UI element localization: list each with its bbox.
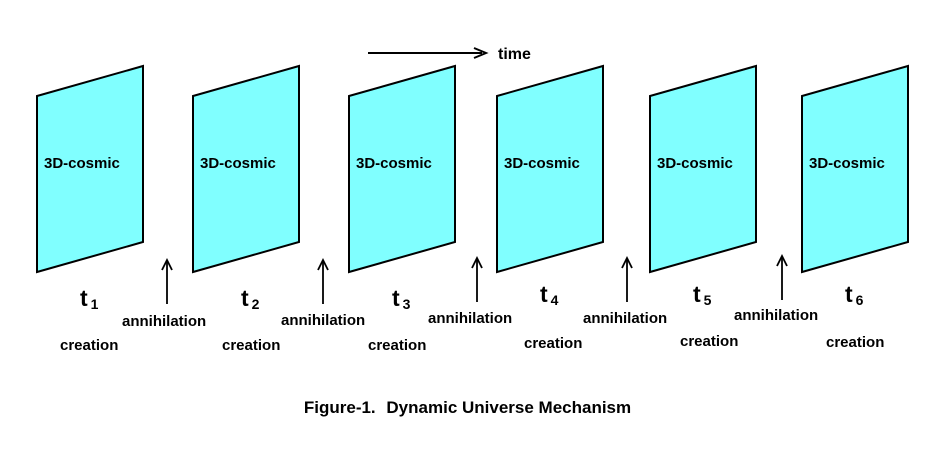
caption-title: Dynamic Universe Mechanism bbox=[386, 398, 632, 417]
caption-prefix: Figure-1. bbox=[303, 398, 376, 417]
cosmic-panel: 3D-cosmic bbox=[649, 64, 757, 274]
up-arrow bbox=[317, 257, 329, 304]
creation-label: creation bbox=[680, 333, 738, 350]
creation-label: creation bbox=[222, 337, 280, 354]
creation-label: creation bbox=[524, 335, 582, 352]
cosmic-panel: 3D-cosmic bbox=[36, 64, 144, 274]
panel-shape bbox=[496, 64, 604, 274]
annihilation-label: annihilation bbox=[583, 310, 667, 327]
time-label: time bbox=[498, 46, 531, 63]
time-arrow bbox=[368, 47, 489, 59]
panel-label: 3D-cosmic bbox=[504, 155, 580, 172]
cosmic-panel: 3D-cosmic bbox=[192, 64, 300, 274]
up-arrow bbox=[621, 255, 633, 302]
annihilation-label: annihilation bbox=[734, 307, 818, 324]
cosmic-panel: 3D-cosmic bbox=[496, 64, 604, 274]
cosmic-panel: 3D-cosmic bbox=[348, 64, 456, 274]
panel-shape bbox=[36, 64, 144, 274]
panel-shape bbox=[192, 64, 300, 274]
panel-shape bbox=[801, 64, 909, 274]
creation-label: creation bbox=[826, 334, 884, 351]
up-arrow bbox=[161, 257, 173, 304]
panel-label: 3D-cosmic bbox=[657, 155, 733, 172]
annihilation-label: annihilation bbox=[428, 310, 512, 327]
panel-label: 3D-cosmic bbox=[200, 155, 276, 172]
annihilation-label: annihilation bbox=[281, 312, 365, 329]
panel-shape bbox=[348, 64, 456, 274]
panel-shape bbox=[649, 64, 757, 274]
creation-label: creation bbox=[368, 337, 426, 354]
creation-label: creation bbox=[60, 337, 118, 354]
up-arrow bbox=[776, 253, 788, 300]
panel-label: 3D-cosmic bbox=[44, 155, 120, 172]
panel-label: 3D-cosmic bbox=[356, 155, 432, 172]
up-arrow bbox=[471, 255, 483, 302]
annihilation-label: annihilation bbox=[122, 313, 206, 330]
panel-label: 3D-cosmic bbox=[809, 155, 885, 172]
figure-caption: Figure-1. Dynamic Universe Mechanism bbox=[0, 398, 935, 418]
cosmic-panel: 3D-cosmic bbox=[801, 64, 909, 274]
